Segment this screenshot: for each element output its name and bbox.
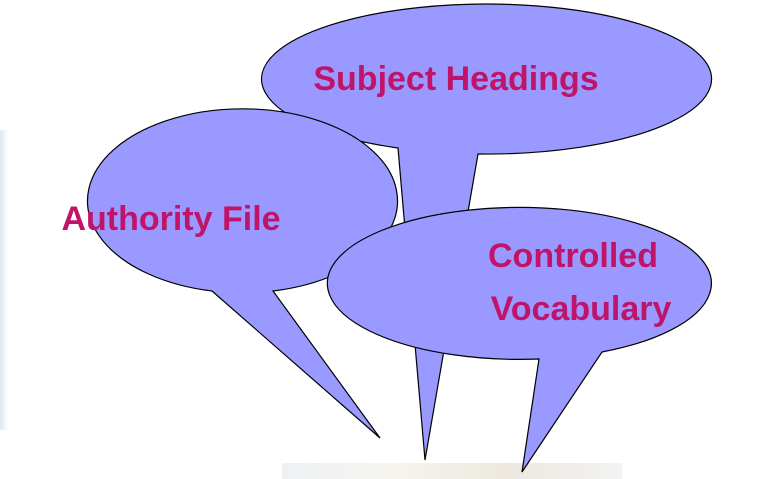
bottom-photo-fragment	[282, 463, 622, 479]
controlled-vocabulary-bubble: Controlled Vocabulary	[326, 206, 712, 473]
subject-headings-bubble-shape	[260, 3, 713, 461]
authority-file-bubble: Authority File	[61, 108, 399, 439]
subject-headings-bubble: Subject Headings	[260, 3, 713, 461]
controlled-vocabulary-label-line2: Vocabulary	[491, 290, 672, 328]
controlled-vocabulary-label-line1: Controlled	[488, 237, 658, 275]
controlled-vocabulary-bubble-shape	[326, 206, 712, 473]
subject-headings-label: Subject Headings	[313, 60, 598, 98]
left-edge-image-fragment	[0, 130, 8, 430]
authority-file-label: Authority File	[61, 200, 280, 238]
